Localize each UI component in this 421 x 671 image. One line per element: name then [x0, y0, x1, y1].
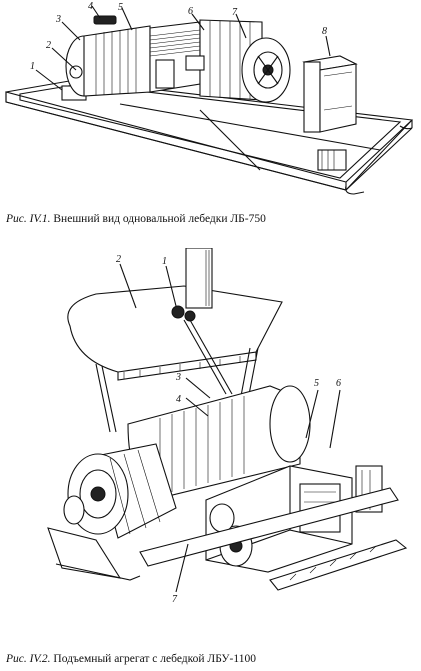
figure-2-caption-text: Подъемный агрегат с лебедкой ЛБУ-1100 [53, 653, 256, 665]
callout-4: 4 [176, 394, 181, 405]
callout-6: 6 [188, 6, 193, 17]
figure-2-caption: Рис. IV.2. Подъемный агрегат с лебедкой … [6, 652, 418, 666]
callout-3: 3 [55, 14, 61, 25]
figure-1-caption: Рис. IV.1. Внешний вид одновальной лебед… [6, 212, 418, 226]
callout-4: 4 [88, 1, 93, 12]
callout-5: 5 [118, 2, 123, 13]
engine-block [205, 465, 383, 573]
callout-7: 7 [232, 7, 238, 18]
electric-motor [185, 19, 291, 103]
front-motor [63, 443, 177, 539]
callout-2: 2 [46, 40, 51, 51]
figure-1-callouts: 1 2 3 4 5 6 7 8 [30, 1, 331, 91]
callout-3: 3 [175, 372, 181, 383]
figure-1-caption-text: Внешний вид одновальной лебедки ЛБ-750 [53, 213, 266, 225]
callout-1: 1 [30, 61, 35, 72]
callout-2: 2 [116, 254, 121, 265]
hoist-lbu1100-drawing: 2 1 3 4 5 6 7 [47, 248, 408, 605]
figure-2-caption-label: Рис. IV.2. [6, 653, 51, 665]
callout-8: 8 [322, 26, 327, 37]
figure-2-illustration: 2 1 3 4 5 6 7 [0, 248, 421, 643]
callout-5: 5 [314, 378, 319, 389]
callout-7: 7 [172, 594, 178, 605]
callout-6: 6 [336, 378, 341, 389]
figure-1-illustration: 1 2 3 4 5 6 7 8 [0, 0, 421, 205]
drum-housing [65, 15, 151, 97]
figure-1-caption-label: Рис. IV.1. [6, 213, 51, 225]
crawler-chassis [47, 487, 408, 591]
callout-1: 1 [162, 256, 167, 267]
figure-2-callouts: 2 1 3 4 5 6 7 [116, 254, 341, 605]
skid-frame [5, 79, 414, 195]
canopy-platform [67, 285, 283, 381]
cable-drum [149, 21, 201, 93]
winch-lb750-drawing: 1 2 3 4 5 6 7 8 [5, 1, 414, 195]
control-cabinet [302, 55, 358, 133]
